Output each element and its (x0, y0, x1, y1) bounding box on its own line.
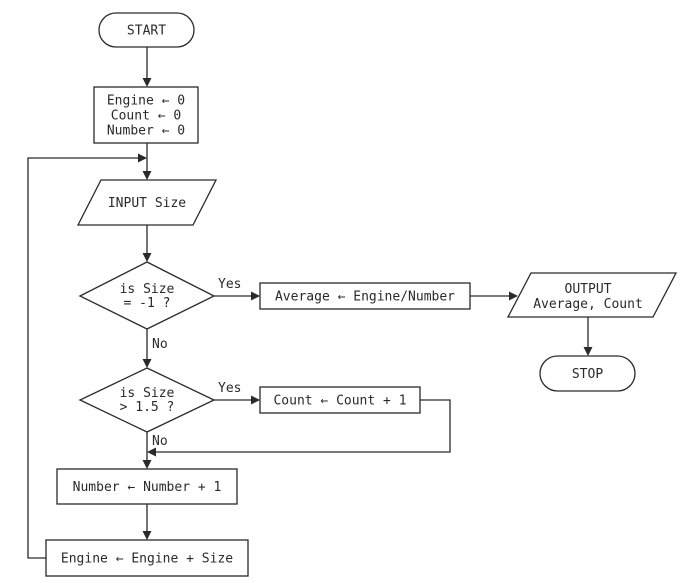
start-label: START (127, 24, 166, 39)
output-average-count: OUTPUT Average, Count (506, 272, 678, 318)
init-process: Engine ← 0 Count ← 0 Number ← 0 (93, 86, 199, 144)
decision2-line1: is Size (120, 386, 175, 401)
number-update-label: Number ← Number + 1 (73, 480, 222, 495)
decision1-line1: is Size (120, 282, 175, 297)
decision-size-minus-one: is Size = -1 ? (78, 261, 216, 330)
decision1-no-label: No (152, 337, 168, 352)
engine-update-process: Engine ← Engine + Size (45, 539, 249, 577)
stop-terminal: STOP (539, 355, 636, 392)
output-line1: OUTPUT (565, 282, 612, 297)
count-update-label: Count ← Count + 1 (273, 394, 406, 409)
stop-label: STOP (572, 367, 603, 382)
decision1-line2: = -1 ? (124, 296, 171, 311)
start-terminal: START (98, 12, 195, 48)
init-engine-label: Engine ← 0 (107, 94, 185, 109)
init-number-label: Number ← 0 (107, 124, 185, 139)
decision-size-gt-1-5: is Size > 1.5 ? (78, 367, 216, 433)
number-update-process: Number ← Number + 1 (56, 468, 238, 505)
engine-update-label: Engine ← Engine + Size (61, 552, 233, 567)
input-size-label: INPUT Size (108, 196, 186, 211)
average-process: Average ← Engine/Number (259, 282, 471, 310)
decision2-no-label: No (152, 434, 168, 449)
decision2-line2: > 1.5 ? (120, 400, 175, 415)
output-line2: Average, Count (533, 297, 643, 312)
average-label: Average ← Engine/Number (275, 290, 455, 305)
count-update-process: Count ← Count + 1 (259, 386, 421, 414)
input-size: INPUT Size (76, 179, 218, 226)
decision1-yes-label: Yes (218, 277, 241, 292)
flow-connectors (27, 47, 593, 559)
init-count-label: Count ← 0 (111, 109, 181, 124)
decision2-yes-label: Yes (218, 381, 241, 396)
